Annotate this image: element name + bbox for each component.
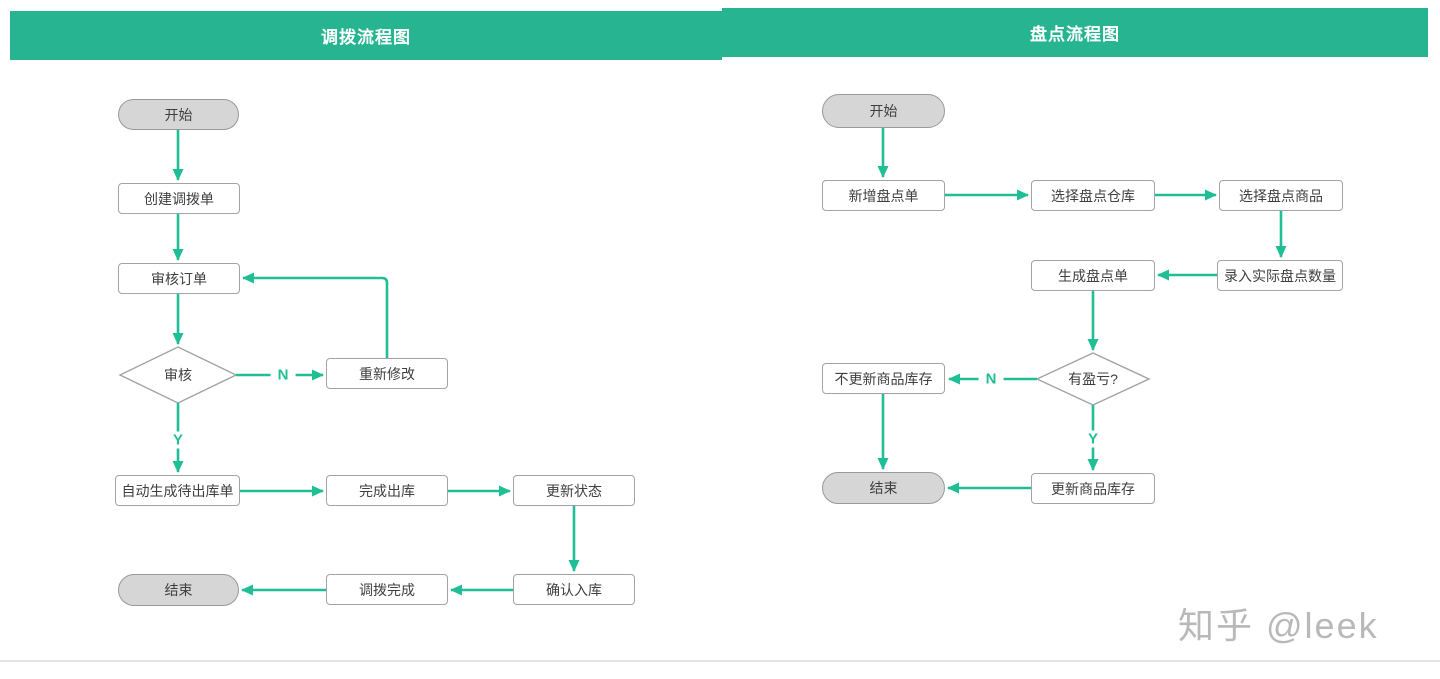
left-process-create-transfer-order: 创建调拨单 [118,183,240,214]
bottom-divider-line [0,660,1440,662]
left-terminal-end: 结束 [118,574,239,606]
left-process-transfer-complete: 调拨完成 [326,574,448,605]
right-panel-title: 盘点流程图 [1030,25,1120,44]
left-decision-review-label: 审核 [164,367,192,383]
left-process-review-order: 审核订单 [118,263,240,294]
right-branch-label-y: Y [1080,430,1106,448]
right-process-generate-count-order: 生成盘点单 [1031,260,1155,291]
left-terminal-start: 开始 [118,99,239,130]
watermark-zhihu-leek: 知乎 @leek [1178,605,1379,646]
right-process-no-update-stock: 不更新商品库存 [822,363,945,394]
right-decision-profit-loss-label: 有盈亏? [1068,371,1118,387]
right-process-select-warehouse: 选择盘点仓库 [1031,180,1155,211]
left-process-confirm-inbound: 确认入库 [513,574,635,605]
left-panel-header: 调拨流程图 [10,11,722,60]
left-process-re-modify: 重新修改 [326,358,448,389]
right-branch-label-n: N [978,370,1004,388]
right-panel-header: 盘点流程图 [722,8,1428,57]
left-branch-label-y: Y [165,431,191,449]
right-process-update-stock: 更新商品库存 [1031,473,1155,504]
right-process-new-count-order: 新增盘点单 [822,180,945,211]
left-process-complete-outbound: 完成出库 [326,475,448,506]
right-process-select-products: 选择盘点商品 [1219,180,1343,211]
left-process-auto-generate-outbound: 自动生成待出库单 [115,475,240,506]
edge-left-remodify-loop-to-review [242,272,389,358]
left-process-update-status: 更新状态 [513,475,635,506]
right-terminal-start: 开始 [822,94,945,128]
right-process-enter-actual-quantity: 录入实际盘点数量 [1217,260,1343,291]
left-panel-title: 调拨流程图 [321,28,411,47]
right-terminal-end: 结束 [822,472,945,504]
left-branch-label-n: N [270,366,296,384]
